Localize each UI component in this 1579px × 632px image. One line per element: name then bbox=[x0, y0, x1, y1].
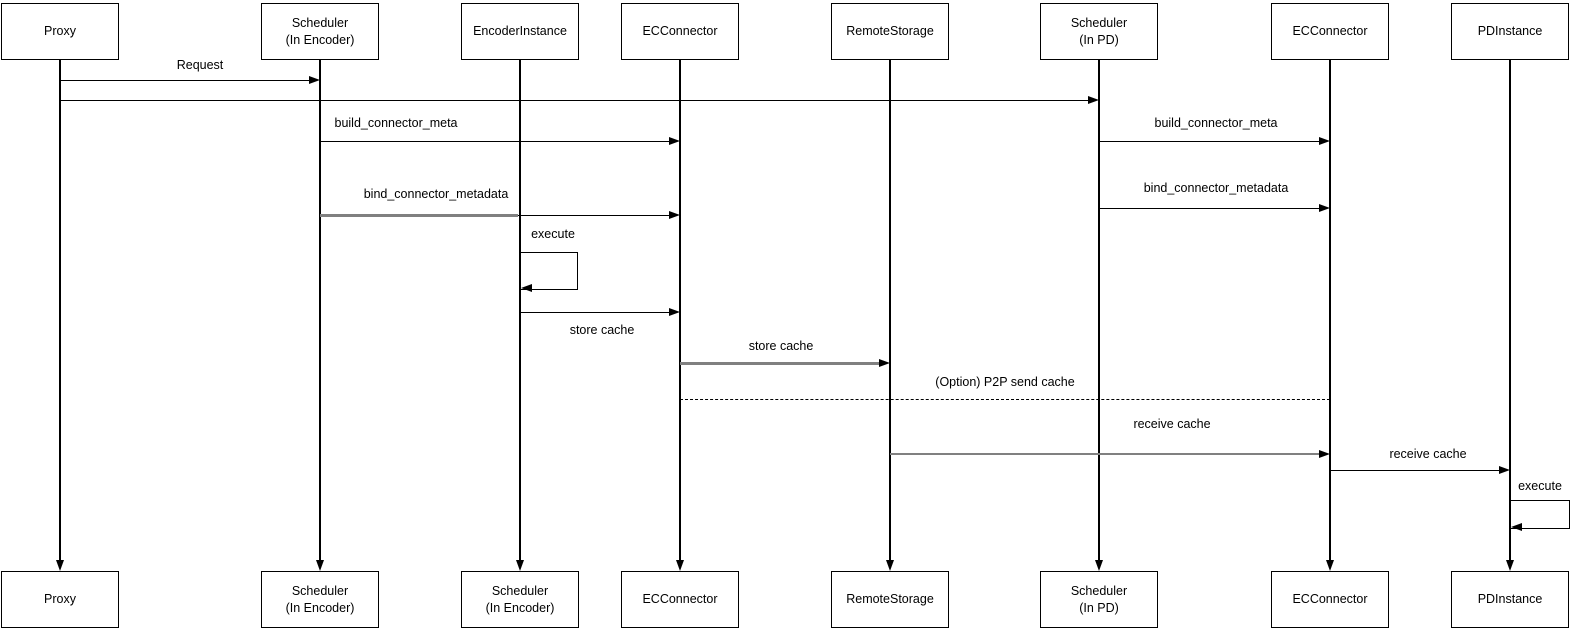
message-line-bind-connector-metadata-pd bbox=[1099, 207, 1322, 209]
message-line-store-cache-encoder bbox=[520, 311, 672, 313]
message-label-build-connector-meta-encoder: build_connector_meta bbox=[334, 116, 458, 130]
actor-top-ec-connector-encoder: ECConnector bbox=[621, 3, 739, 60]
lifeline-arrowhead-encoder-instance bbox=[515, 560, 524, 571]
actor-bottom-scheduler-pd: Scheduler (In PD) bbox=[1040, 571, 1158, 628]
arrowhead-bind-connector-metadata-encoder bbox=[669, 211, 680, 219]
actor-top-scheduler-encoder: Scheduler (In Encoder) bbox=[261, 3, 379, 60]
message-label-p2p-send-cache: (Option) P2P send cache bbox=[935, 375, 1075, 389]
lifeline-ec-connector-pd bbox=[1329, 60, 1331, 561]
lifeline-arrowhead-remote-storage bbox=[885, 560, 894, 571]
actor-top-proxy: Proxy bbox=[1, 3, 119, 60]
arrowhead-store-cache-remote bbox=[879, 359, 890, 367]
lifeline-arrowhead-scheduler-encoder bbox=[315, 560, 324, 571]
lifeline-arrowhead-ec-connector-pd bbox=[1325, 560, 1334, 571]
arrowhead-request bbox=[309, 76, 320, 84]
arrowhead-execute-pd bbox=[1510, 523, 1522, 531]
actor-top-pd-instance: PDInstance bbox=[1451, 3, 1569, 60]
self-loop-execute-pd bbox=[1510, 500, 1570, 529]
message-label-receive-cache-ec: receive cache bbox=[1133, 417, 1211, 431]
lifeline-pd-instance bbox=[1509, 60, 1511, 561]
message-label-store-cache-remote: store cache bbox=[748, 339, 814, 353]
actor-bottom-remote-storage: RemoteStorage bbox=[831, 571, 949, 628]
message-label-receive-cache-pd: receive cache bbox=[1389, 447, 1467, 461]
actor-bottom-ec-connector-pd: ECConnector bbox=[1271, 571, 1389, 628]
arrowhead-store-cache-encoder bbox=[669, 308, 680, 316]
message-line-build-connector-meta-encoder bbox=[320, 140, 672, 142]
actor-bottom-scheduler-encoder: Scheduler (In Encoder) bbox=[261, 571, 379, 628]
arrowhead-execute-encoder bbox=[520, 284, 532, 292]
arrowhead-receive-cache-pd bbox=[1499, 466, 1510, 474]
message-line-bind-connector-metadata-encoder bbox=[320, 214, 518, 217]
actor-bottom-proxy: Proxy bbox=[1, 571, 119, 628]
arrowhead-proxy-to-scheduler-pd bbox=[1088, 96, 1099, 104]
message-label-build-connector-meta-pd: build_connector_meta bbox=[1154, 116, 1278, 130]
message-label-execute-pd: execute bbox=[1518, 479, 1562, 493]
lifeline-scheduler-encoder bbox=[319, 60, 321, 561]
lifeline-remote-storage bbox=[889, 60, 891, 561]
message-label-bind-connector-metadata-pd: bind_connector_metadata bbox=[1143, 181, 1289, 195]
message-label-store-cache-encoder: store cache bbox=[569, 323, 635, 337]
message-line-request bbox=[60, 79, 312, 81]
arrowhead-receive-cache-ec bbox=[1319, 450, 1330, 458]
self-loop-execute-encoder bbox=[520, 252, 578, 290]
message-line-p2p-send-cache bbox=[680, 399, 1330, 400]
arrowhead-bind-connector-metadata-pd bbox=[1319, 204, 1330, 212]
lifeline-arrowhead-scheduler-pd bbox=[1094, 560, 1103, 571]
message-line-bind-connector-metadata-encoder-2 bbox=[518, 214, 672, 216]
message-label-request: Request bbox=[176, 58, 224, 72]
lifeline-arrowhead-proxy bbox=[55, 560, 64, 571]
message-line-store-cache-remote bbox=[680, 362, 882, 365]
lifeline-encoder-instance bbox=[519, 60, 521, 561]
lifeline-arrowhead-ec-connector-encoder bbox=[675, 560, 684, 571]
message-line-receive-cache-pd bbox=[1330, 469, 1502, 471]
lifeline-scheduler-pd bbox=[1098, 60, 1100, 561]
message-label-execute-encoder: execute bbox=[531, 227, 575, 241]
arrowhead-build-connector-meta-pd bbox=[1319, 137, 1330, 145]
actor-top-ec-connector-pd: ECConnector bbox=[1271, 3, 1389, 60]
message-line-proxy-to-scheduler-pd bbox=[60, 99, 1091, 101]
message-line-build-connector-meta-pd bbox=[1099, 140, 1322, 142]
actor-top-scheduler-pd: Scheduler (In PD) bbox=[1040, 3, 1158, 60]
lifeline-proxy bbox=[59, 60, 61, 561]
message-label-bind-connector-metadata-encoder: bind_connector_metadata bbox=[363, 187, 509, 201]
message-line-receive-cache-ec bbox=[890, 452, 1322, 455]
actor-bottom-encoder-instance: Scheduler (In Encoder) bbox=[461, 571, 579, 628]
actor-bottom-ec-connector-encoder: ECConnector bbox=[621, 571, 739, 628]
lifeline-arrowhead-pd-instance bbox=[1505, 560, 1514, 571]
actor-bottom-pd-instance: PDInstance bbox=[1451, 571, 1569, 628]
arrowhead-build-connector-meta-encoder bbox=[669, 137, 680, 145]
actor-top-encoder-instance: EncoderInstance bbox=[461, 3, 579, 60]
actor-top-remote-storage: RemoteStorage bbox=[831, 3, 949, 60]
